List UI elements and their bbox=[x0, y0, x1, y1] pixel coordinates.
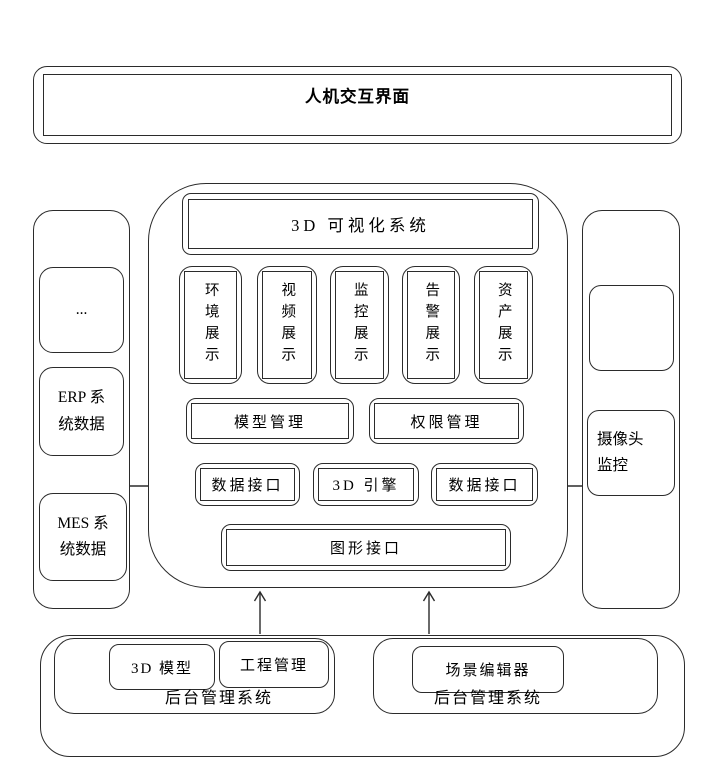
module-video-display-label: 视频展示 bbox=[279, 282, 296, 368]
backend-right-label: 后台管理系统 bbox=[433, 690, 542, 707]
model-management-box: 模型管理 bbox=[186, 398, 354, 444]
data-interface-right-label: 数据接口 bbox=[448, 478, 521, 494]
camera-monitor-box: 摄像头 监控 bbox=[587, 410, 675, 496]
graphics-interface-box: 图形接口 bbox=[221, 524, 511, 571]
hmi-banner-inner: 人机交互界面 bbox=[43, 74, 672, 136]
erp-line1: ERP 系 bbox=[57, 389, 106, 407]
3d-engine-label: 3D 引擎 bbox=[332, 478, 400, 494]
arrow-backend-right-up-icon bbox=[422, 590, 436, 634]
project-management-box: 工程管理 bbox=[219, 641, 329, 688]
data-interface-left-label: 数据接口 bbox=[211, 478, 284, 494]
backend-left-container: 3D 模型 工程管理 后台管理系统 bbox=[54, 638, 335, 714]
module-alarm-display: 告警展示 bbox=[402, 266, 460, 384]
module-env-display: 环境展示 bbox=[179, 266, 242, 384]
permission-management-label: 权限管理 bbox=[410, 414, 483, 431]
other-data-label: ... bbox=[75, 300, 88, 318]
graphics-interface-label: 图形接口 bbox=[329, 541, 402, 557]
data-interface-right-box: 数据接口 bbox=[431, 463, 538, 506]
other-data-box: ... bbox=[39, 267, 124, 353]
data-interface-left-box: 数据接口 bbox=[195, 463, 300, 506]
backend-outer-container: 3D 模型 工程管理 后台管理系统 场景编辑器 后台管理系统 bbox=[40, 635, 685, 757]
3d-model-box: 3D 模型 bbox=[109, 644, 215, 690]
right-camera-panel: 摄像头 监控 bbox=[582, 210, 680, 609]
erp-data-box: ERP 系 统数据 bbox=[39, 367, 124, 456]
3d-visualization-title: 3D 可视化系统 bbox=[291, 216, 430, 235]
arrow-backend-left-up-icon bbox=[253, 590, 267, 634]
scene-editor-label: 场景编辑器 bbox=[445, 663, 531, 679]
left-data-panel: ... ERP 系 统数据 MES 系 统数据 bbox=[33, 210, 130, 609]
module-asset-display: 资产展示 bbox=[474, 266, 533, 384]
module-monitor-display: 监控展示 bbox=[330, 266, 389, 384]
module-asset-display-label: 资产展示 bbox=[495, 282, 512, 368]
mes-data-box: MES 系 统数据 bbox=[39, 493, 127, 581]
module-video-display: 视频展示 bbox=[257, 266, 317, 384]
mes-line2: 统数据 bbox=[59, 541, 107, 558]
erp-line2: 统数据 bbox=[58, 415, 105, 433]
hmi-banner-title: 人机交互界面 bbox=[305, 87, 410, 106]
project-management-label: 工程管理 bbox=[239, 658, 308, 674]
camera-line2: 监控 bbox=[597, 457, 629, 474]
backend-left-label: 后台管理系统 bbox=[164, 690, 273, 707]
camera-empty-box bbox=[589, 285, 674, 371]
module-monitor-display-label: 监控展示 bbox=[351, 282, 368, 368]
3d-model-label: 3D 模型 bbox=[130, 660, 194, 677]
module-alarm-display-label: 告警展示 bbox=[423, 282, 440, 368]
3d-visualization-title-inner: 3D 可视化系统 bbox=[188, 199, 533, 249]
3d-visualization-title-box: 3D 可视化系统 bbox=[182, 193, 539, 255]
camera-line1: 摄像头 bbox=[597, 430, 644, 448]
model-management-label: 模型管理 bbox=[233, 414, 306, 431]
hmi-banner: 人机交互界面 bbox=[33, 66, 682, 144]
main-3d-system-container: 3D 可视化系统 环境展示 视频展示 监控展示 告警展示 资产展示 模型管理 权… bbox=[148, 183, 568, 588]
backend-right-container: 场景编辑器 后台管理系统 bbox=[373, 638, 658, 714]
scene-editor-box: 场景编辑器 bbox=[412, 646, 564, 693]
permission-management-box: 权限管理 bbox=[369, 398, 524, 444]
mes-line1: MES 系 bbox=[57, 514, 109, 532]
3d-engine-box: 3D 引擎 bbox=[313, 463, 419, 506]
module-env-display-label: 环境展示 bbox=[202, 282, 219, 368]
